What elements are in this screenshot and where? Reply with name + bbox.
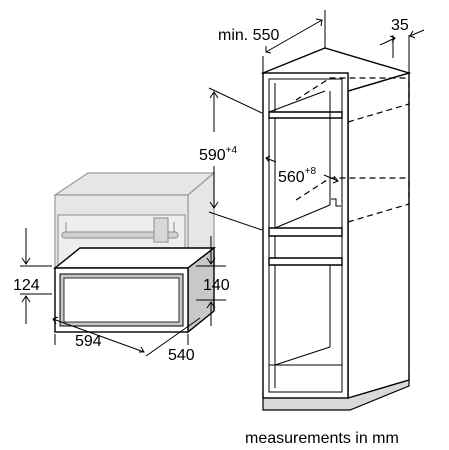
dim-140 [196, 236, 226, 326]
dim-590 [208, 87, 263, 231]
label-560: 560+8 [278, 166, 317, 186]
label-594: 594 [75, 333, 102, 350]
dim-35 [379, 29, 425, 73]
tall-cabinet [260, 47, 412, 411]
label-min-550: min. 550 [218, 27, 279, 44]
caption-units: measurements in mm [245, 430, 399, 447]
dim-560 [265, 155, 339, 184]
oven-drawer-illustration: 124 140 594 540 [13, 171, 230, 364]
label-35: 35 [391, 17, 409, 34]
dim-594 [52, 316, 201, 357]
label-124: 124 [13, 277, 40, 294]
warming-drawer [53, 246, 217, 334]
label-590: 590+4 [199, 145, 238, 164]
dim-124 [20, 228, 52, 324]
label-140: 140 [203, 277, 230, 294]
dim-min-550 [262, 10, 326, 73]
label-540: 540 [168, 347, 195, 364]
